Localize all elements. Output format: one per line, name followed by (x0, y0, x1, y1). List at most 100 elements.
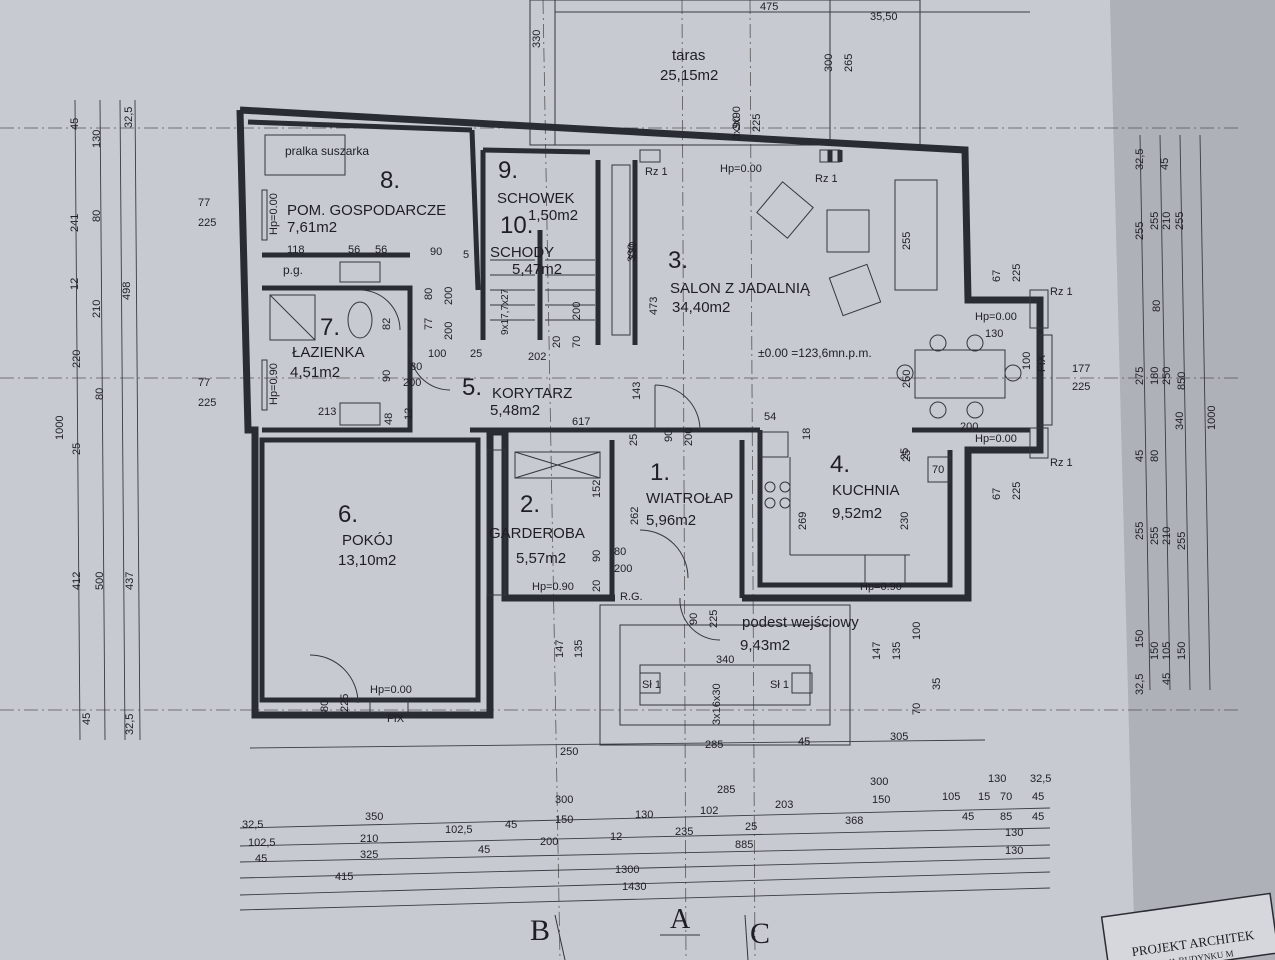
window-label-rz-4: Rz 1 (1050, 457, 1073, 469)
dim-right-13: 45 (1134, 450, 1146, 462)
room-4-number: 4. (830, 451, 850, 478)
podest-label: podest wejściowy 9,43m2 (740, 614, 859, 654)
dim-right-5: 255 (1174, 212, 1186, 230)
dim-in-11: 25 (470, 348, 482, 360)
dim-b3-1: 325 (360, 849, 378, 861)
dim-in-21: 200 (571, 302, 583, 320)
dim-in-4: 5 (463, 249, 469, 261)
dim-in-12: 80 (410, 361, 422, 373)
dim-in-41: 225 (708, 610, 720, 628)
window-label-fix-2: FIX (387, 713, 405, 725)
room-8-name: POM. GOSPODARCZE (287, 202, 446, 219)
room-2-area: 5,57m2 (516, 550, 566, 567)
dim-right-21: 105 (1161, 642, 1173, 660)
dim-b2-3: 45 (505, 819, 517, 831)
axis-label-a: A (670, 904, 691, 935)
dim-b1-3: 285 (717, 784, 735, 796)
room-7-label: 7. ŁAZIENKA 4,51m2 (290, 314, 365, 381)
entry-stairs-label: 3x16x30 (711, 683, 723, 725)
living-furniture (756, 179, 1022, 419)
paper-sheet (0, 0, 1135, 960)
dim-left-3: 241 (69, 214, 81, 232)
room-9-label: 9. SCHOWEK 1,50m2 (497, 157, 578, 224)
dim-right-19: 150 (1134, 630, 1146, 648)
toilet (347, 301, 373, 339)
dim-in-37: 20 (591, 580, 603, 592)
doors (309, 289, 721, 704)
podest-name: podest wejściowy (742, 614, 859, 631)
dim-top-265: 265 (843, 54, 855, 72)
dim-in-1: 56 (348, 244, 360, 256)
dim-in-58: 250 (901, 370, 913, 388)
dim-b2-7: 203 (775, 799, 793, 811)
room-10-number: 10. (500, 212, 533, 239)
dim-in-9: 82 (381, 318, 393, 330)
dim-left-8: 220 (71, 350, 83, 368)
room-1-area: 5,96m2 (646, 512, 696, 529)
dim-right-18: 255 (1176, 532, 1188, 550)
top-dimensions: 475 35,50 330 300 265 (531, 1, 898, 72)
coffee-table (826, 209, 870, 253)
terrace-stairs-length: 225 (751, 114, 763, 132)
title-block-line2: UDOWA BUDYNKU M (1143, 948, 1234, 960)
sill-height-8: Hp=0.90 (268, 363, 280, 405)
room-10-label: 10. SCHODY 5,47m2 (490, 212, 562, 278)
dim-in-5: 80 (423, 288, 435, 300)
dim-b0-0: 250 (560, 746, 578, 758)
dim-b2-12: 45 (1032, 791, 1044, 803)
axis-tick-c (744, 914, 749, 960)
dim-b3-9: 85 (1000, 811, 1012, 823)
opening-labels: Rz 1 Rz 1 Rz 1 Rz 1 FIX FIX Hp=0.00 Hp=0… (268, 163, 1073, 725)
pillar-left (639, 672, 661, 694)
dim-b2-10: 15 (978, 791, 990, 803)
dimension-lines (74, 99, 1211, 911)
dim-in-27: 90 (663, 430, 675, 442)
pillar-right-label: Sł 1 (770, 679, 789, 691)
dim-in-19: 20 (551, 336, 563, 348)
terrace-name: taras (672, 47, 705, 64)
dim-b1-2: 300 (555, 794, 573, 806)
dim-left-12: 412 (71, 572, 83, 590)
dim-in-53: 255 (901, 232, 913, 250)
dim-right-0: 32,5 (1134, 149, 1146, 170)
room-3-area: 34,40m2 (672, 299, 730, 316)
dim-in-54: 130 (985, 328, 1003, 340)
dim-right-23: 45 (1161, 673, 1173, 685)
dim-left-15: 45 (81, 713, 93, 725)
dim-left-18: 225 (198, 217, 216, 229)
terrace-stairs-label: 3x90 (731, 116, 743, 140)
sill-height-5: Hp=0.00 (268, 193, 280, 235)
dim-in-36: 90 (591, 550, 603, 562)
dim-b4-0: 885 (735, 839, 753, 851)
dim-right-2: 255 (1134, 222, 1146, 240)
appliance-box (264, 134, 346, 176)
dim-in-40: 90 (688, 613, 700, 625)
dim-right-30: 225 (1011, 482, 1023, 500)
terrace-label: taras 25,15m2 (660, 47, 718, 84)
dim-b2-11: 70 (1000, 791, 1012, 803)
dim-right-24: 32,5 (1134, 674, 1146, 695)
sill-height-6: Hp=0.90 (532, 581, 574, 593)
dim-right-15: 255 (1134, 522, 1146, 540)
dim-left-6: 210 (91, 300, 103, 318)
dim-in-48: 100 (911, 622, 923, 640)
dim-in-7: 77 (423, 318, 435, 330)
dim-in-39: 135 (573, 640, 585, 658)
sill-height-4: Hp=0.00 (370, 684, 412, 696)
kitchen-units (759, 431, 951, 584)
dim-b3-2: 45 (478, 844, 490, 856)
stairs (490, 164, 631, 336)
dim-in-20: 70 (571, 336, 583, 348)
dim-b1-6: 32,5 (1030, 773, 1051, 785)
dim-in-25: 617 (572, 416, 590, 428)
dim-in-31: 25 (899, 448, 911, 460)
dim-b2-4: 150 (555, 814, 573, 826)
room-7-area: 4,51m2 (290, 364, 340, 381)
dim-in-8: 200 (443, 322, 455, 340)
dim-in-18: 202 (528, 351, 546, 363)
dim-left-14: 437 (124, 572, 136, 590)
dim-b3-6: 25 (745, 821, 757, 833)
axis-tick-b (554, 914, 566, 960)
dim-right-11: 340 (1174, 412, 1186, 430)
dim-in-26: 25 (628, 434, 640, 446)
